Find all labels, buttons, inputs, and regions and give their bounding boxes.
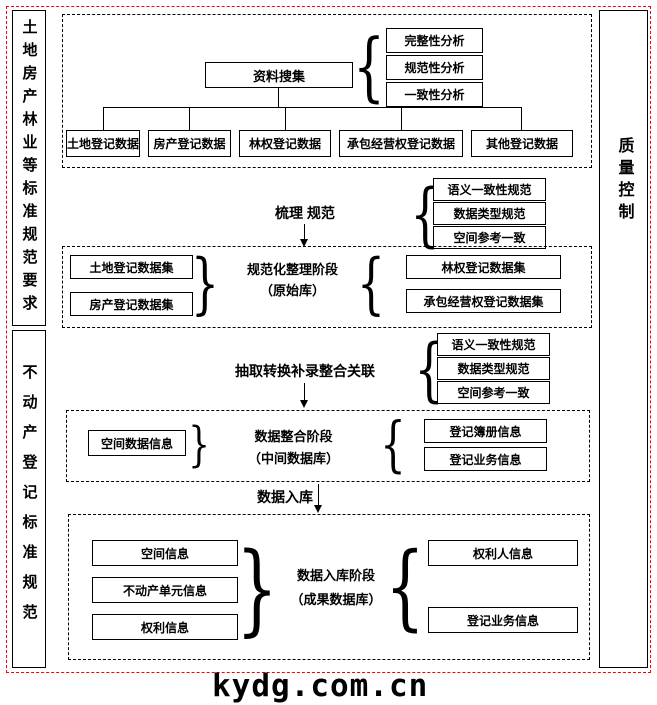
sidebar-standards-requirements-label: 土地房产林业等标准规范要求 <box>20 18 38 318</box>
section-warehousing-stage <box>68 514 590 660</box>
step3-arrow-head <box>314 505 322 513</box>
box-data-type-spec-1: 数据类型规范 <box>433 202 546 225</box>
box-right-holder-info: 权利人信息 <box>428 540 578 566</box>
box-forest-registration-data: 林权登记数据 <box>239 130 331 157</box>
box-rights-info: 权利信息 <box>92 614 238 640</box>
box-spatial-info: 空间信息 <box>92 540 238 566</box>
step1-arrow-head <box>300 239 308 247</box>
connector-drop-1 <box>103 107 104 130</box>
brace-stage3-right <box>394 538 416 636</box>
connector-drop-5 <box>521 107 522 130</box>
sidebar-quality-control: 质量控制 <box>599 10 648 668</box>
watermark: kydg.com.cn <box>212 668 429 704</box>
box-data-type-spec-2: 数据类型规范 <box>437 357 550 380</box>
connector-horizontal <box>103 107 522 108</box>
stage3-title: 数据入库阶段 <box>296 568 375 583</box>
box-contract-rights-registration-data: 承包经营权登记数据 <box>339 130 463 157</box>
stage3-label: 数据入库阶段 （成果数据库） <box>266 564 406 612</box>
box-data-collection: 资料搜集 <box>205 62 353 88</box>
outer-red-dashed-border <box>6 6 651 673</box>
stage2-title: 数据整合阶段 <box>254 429 333 444</box>
step1-label: 梳理 规范 <box>275 205 335 221</box>
box-consistency-analysis: 一致性分析 <box>386 82 483 107</box>
sidebar-standards-requirements: 土地房产林业等标准规范要求 <box>12 10 46 326</box>
step2-label: 抽取转换补录整合关联 <box>235 363 375 379</box>
brace-step1-specs <box>417 178 433 249</box>
box-real-estate-unit-info: 不动产单元信息 <box>92 577 238 603</box>
connector-drop-3 <box>285 107 286 130</box>
brace-stage1-right <box>362 252 380 318</box>
brace-analyses <box>356 28 382 106</box>
brace-stage1-left <box>196 252 214 318</box>
brace-stage2-right <box>384 415 402 475</box>
box-register-book-info: 登记簿册信息 <box>424 419 547 443</box>
step2-arrow-head <box>300 400 308 408</box>
step1-arrow-line <box>304 224 305 240</box>
step2-arrow-line <box>304 383 305 401</box>
box-semantic-consistency-spec-1: 语义一致性规范 <box>433 178 546 201</box>
stage2-subtitle: （中间数据库） <box>247 451 339 466</box>
stage1-title: 规范化整理阶段 <box>246 262 338 277</box>
stage3-subtitle: （成果数据库） <box>290 592 382 607</box>
box-spatial-data-info: 空间数据信息 <box>88 430 186 456</box>
section-integration-stage <box>66 410 590 482</box>
stage1-label: 规范化整理阶段 （原始库） <box>225 259 360 301</box>
box-other-registration-data: 其他登记数据 <box>471 130 573 157</box>
box-semantic-consistency-spec-2: 语义一致性规范 <box>437 333 550 356</box>
box-land-dataset: 土地登记数据集 <box>70 255 193 279</box>
box-registration-business-info: 登记业务信息 <box>424 447 547 471</box>
box-land-registration-data: 土地登记数据 <box>66 130 140 157</box>
brace-stage2-left <box>190 420 208 470</box>
step3-arrow-line <box>318 484 319 506</box>
stage1-subtitle: （原始库） <box>259 283 325 298</box>
box-completeness-analysis: 完整性分析 <box>386 28 483 53</box>
box-housing-registration-data: 房产登记数据 <box>148 130 231 157</box>
sidebar-registration-standards-label: 不动产登记标准规范 <box>20 364 38 634</box>
stage2-label: 数据整合阶段 （中间数据库） <box>226 426 361 470</box>
connector-drop-4 <box>401 107 402 130</box>
sidebar-quality-control-label: 质量控制 <box>615 137 633 225</box>
section-data-collection <box>62 14 592 168</box>
box-contract-rights-dataset: 承包经营权登记数据集 <box>406 289 561 313</box>
box-spatial-reference-spec-1: 空间参考一致 <box>433 226 546 249</box>
connector-drop-2 <box>189 107 190 130</box>
box-normativity-analysis: 规范性分析 <box>386 55 483 80</box>
brace-step2-specs <box>421 333 437 404</box>
brace-stage3-left <box>246 538 268 642</box>
box-registration-business-info-result: 登记业务信息 <box>428 607 578 633</box>
sidebar-registration-standards: 不动产登记标准规范 <box>12 330 46 668</box>
connector-collect-down <box>278 88 279 108</box>
step3-label: 数据入库 <box>257 489 313 505</box>
box-housing-dataset: 房产登记数据集 <box>70 292 193 316</box>
box-spatial-reference-spec-2: 空间参考一致 <box>437 381 550 404</box>
box-forest-dataset: 林权登记数据集 <box>406 255 561 279</box>
section-standardization-stage <box>62 246 592 328</box>
